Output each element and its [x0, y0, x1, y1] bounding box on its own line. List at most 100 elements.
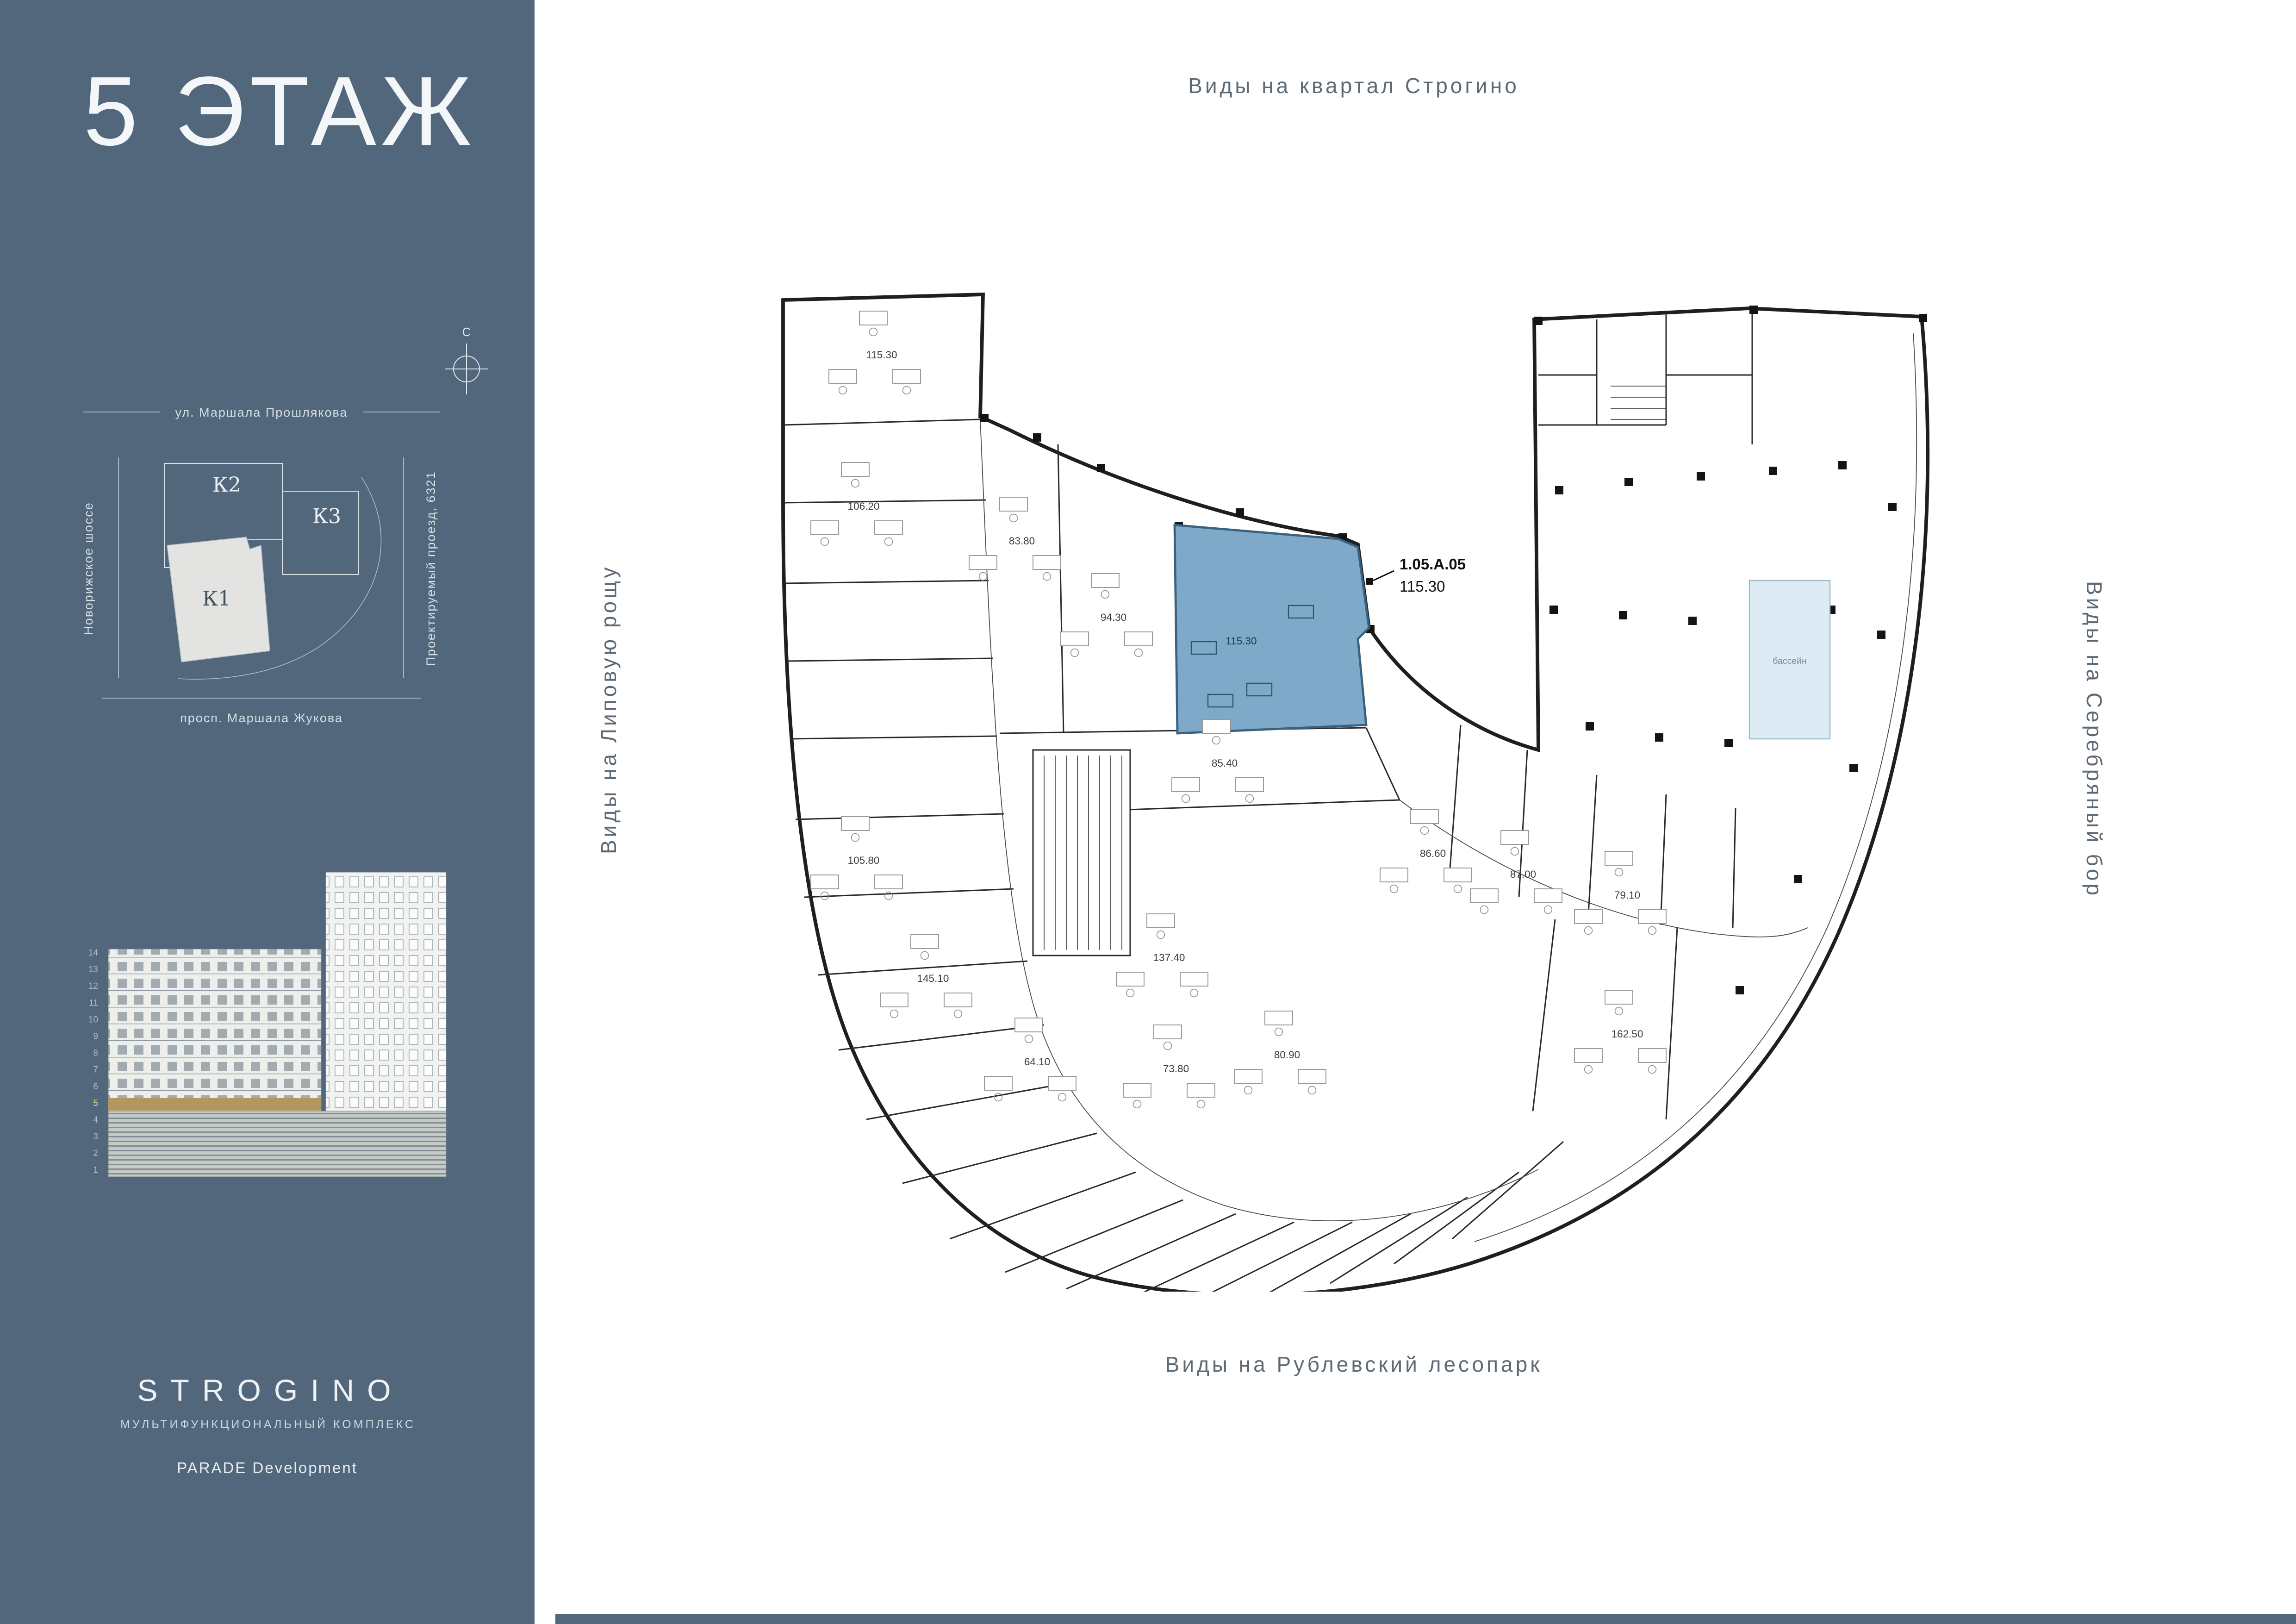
desk: [1033, 555, 1061, 570]
room-area-label: 94.30: [1101, 612, 1126, 623]
desk: [810, 520, 839, 535]
room-area-label: 79.10: [1614, 889, 1640, 901]
chair: [953, 1009, 963, 1018]
chair: [1648, 926, 1657, 935]
brand-subtitle: МУЛЬТИФУНКЦИОНАЛЬНЫЙ КОМПЛЕКС: [120, 1418, 416, 1431]
room-area-label: 115.30: [866, 349, 897, 361]
room-area-label: 64.10: [1024, 1056, 1050, 1068]
plan-outer-walls: [781, 292, 1930, 1292]
chair: [920, 951, 929, 960]
chair: [1389, 884, 1399, 893]
chair: [1307, 1086, 1317, 1095]
chair: [1126, 988, 1135, 998]
unit-area-label: 115.30: [1400, 578, 1445, 595]
highlighted-floor-band[interactable]: [108, 1098, 321, 1111]
desk: [1264, 1011, 1293, 1025]
chair: [1009, 513, 1018, 523]
desk: [1534, 888, 1562, 903]
chair: [884, 537, 893, 546]
desk: [1116, 972, 1145, 987]
view-label-right: Виды на Серебряный бор: [2082, 581, 2106, 899]
desk: [841, 462, 870, 477]
view-label-top: Виды на квартал Строгино: [1188, 74, 1519, 98]
stair-core: [1032, 749, 1131, 956]
room-area-label: 86.60: [1420, 848, 1446, 859]
chair: [1058, 1093, 1067, 1102]
desk: [984, 1076, 1013, 1091]
floor-number: 5: [93, 1099, 98, 1108]
sidebar: 5 ЭТАЖ С ул. Маршала Прошлякова Новорижс…: [0, 0, 535, 1624]
view-label-left: Виды на Липовую рощу: [597, 564, 621, 854]
pool: [1748, 580, 1831, 740]
desk: [944, 993, 972, 1007]
chair: [1543, 905, 1553, 914]
desk: [1171, 777, 1200, 792]
building-k1-label: К1: [202, 587, 231, 611]
desk: [1146, 913, 1175, 928]
building-k1-highlighted: [167, 537, 270, 662]
brand-block: STROGINO МУЛЬТИФУНКЦИОНАЛЬНЫЙ КОМПЛЕКС P…: [0, 1373, 535, 1477]
desk: [1123, 1083, 1151, 1098]
chair: [1070, 648, 1079, 657]
chair: [820, 891, 829, 900]
street-label-top: ул. Маршала Прошлякова: [175, 406, 348, 419]
desk: [874, 874, 903, 889]
highlighted-unit[interactable]: [1173, 524, 1370, 735]
building-k3-outline: [282, 491, 359, 575]
chair: [1274, 1027, 1283, 1037]
pool-label: бассейн: [1773, 656, 1807, 666]
desk: [1153, 1024, 1182, 1039]
desk: [810, 874, 839, 889]
chair: [1453, 884, 1462, 893]
unit-furniture: [1190, 605, 1314, 708]
desk: [1470, 888, 1499, 903]
room-area-label: 105.80: [848, 855, 880, 866]
desk: [969, 555, 997, 570]
floor-number: 10: [88, 1015, 98, 1024]
chair: [1212, 736, 1221, 745]
floor-number: 11: [89, 998, 98, 1008]
desk: [892, 369, 921, 384]
floor-number: 12: [88, 981, 98, 991]
room-labels-layer: 115.30106.2083.8094.3085.40105.80145.106…: [810, 311, 1667, 1109]
chair: [1163, 1041, 1172, 1050]
view-label-bottom: Виды на Рублевский лесопарк: [1165, 1352, 1543, 1376]
room-area-label: 145.10: [917, 973, 949, 984]
chair: [890, 1009, 899, 1018]
chair: [1614, 1006, 1624, 1016]
floor-number: 6: [93, 1082, 98, 1092]
desk: [880, 993, 908, 1007]
street-label-bottom: просп. Маршала Жукова: [180, 711, 343, 725]
desk: [1574, 909, 1603, 924]
street-label-left: Новорижское шоссе: [81, 502, 95, 635]
chair: [1245, 794, 1254, 803]
chair: [1132, 1099, 1142, 1109]
chair: [1196, 1099, 1206, 1109]
elevation-podium: [108, 1111, 447, 1177]
unit-id-label: 1.05.A.05: [1400, 556, 1466, 573]
desk: [1410, 809, 1439, 824]
callout-leader-line: [1373, 570, 1394, 581]
desk: [1298, 1069, 1326, 1084]
room-area-label: 80.90: [1274, 1049, 1300, 1061]
floor-title: 5 ЭТАЖ: [83, 56, 476, 166]
chair: [1648, 1065, 1657, 1074]
chair: [1584, 1065, 1593, 1074]
street-label-right: Проектируемый проезд, 6321: [424, 471, 438, 666]
desk: [828, 369, 857, 384]
floor-number: 1: [93, 1165, 98, 1175]
chair: [1134, 648, 1143, 657]
brand-developer: PARADE Development: [177, 1459, 358, 1476]
chair: [1584, 926, 1593, 935]
desk: [1124, 631, 1153, 646]
chair: [869, 327, 878, 337]
road-curve: [178, 477, 382, 680]
desk: [859, 311, 888, 325]
desk: [841, 816, 870, 831]
desk: [999, 497, 1028, 512]
room-area-label: 162.50: [1612, 1028, 1643, 1040]
chair: [884, 891, 893, 900]
desk: [1202, 719, 1231, 734]
desk: [1605, 851, 1633, 866]
desk: [1091, 573, 1120, 588]
